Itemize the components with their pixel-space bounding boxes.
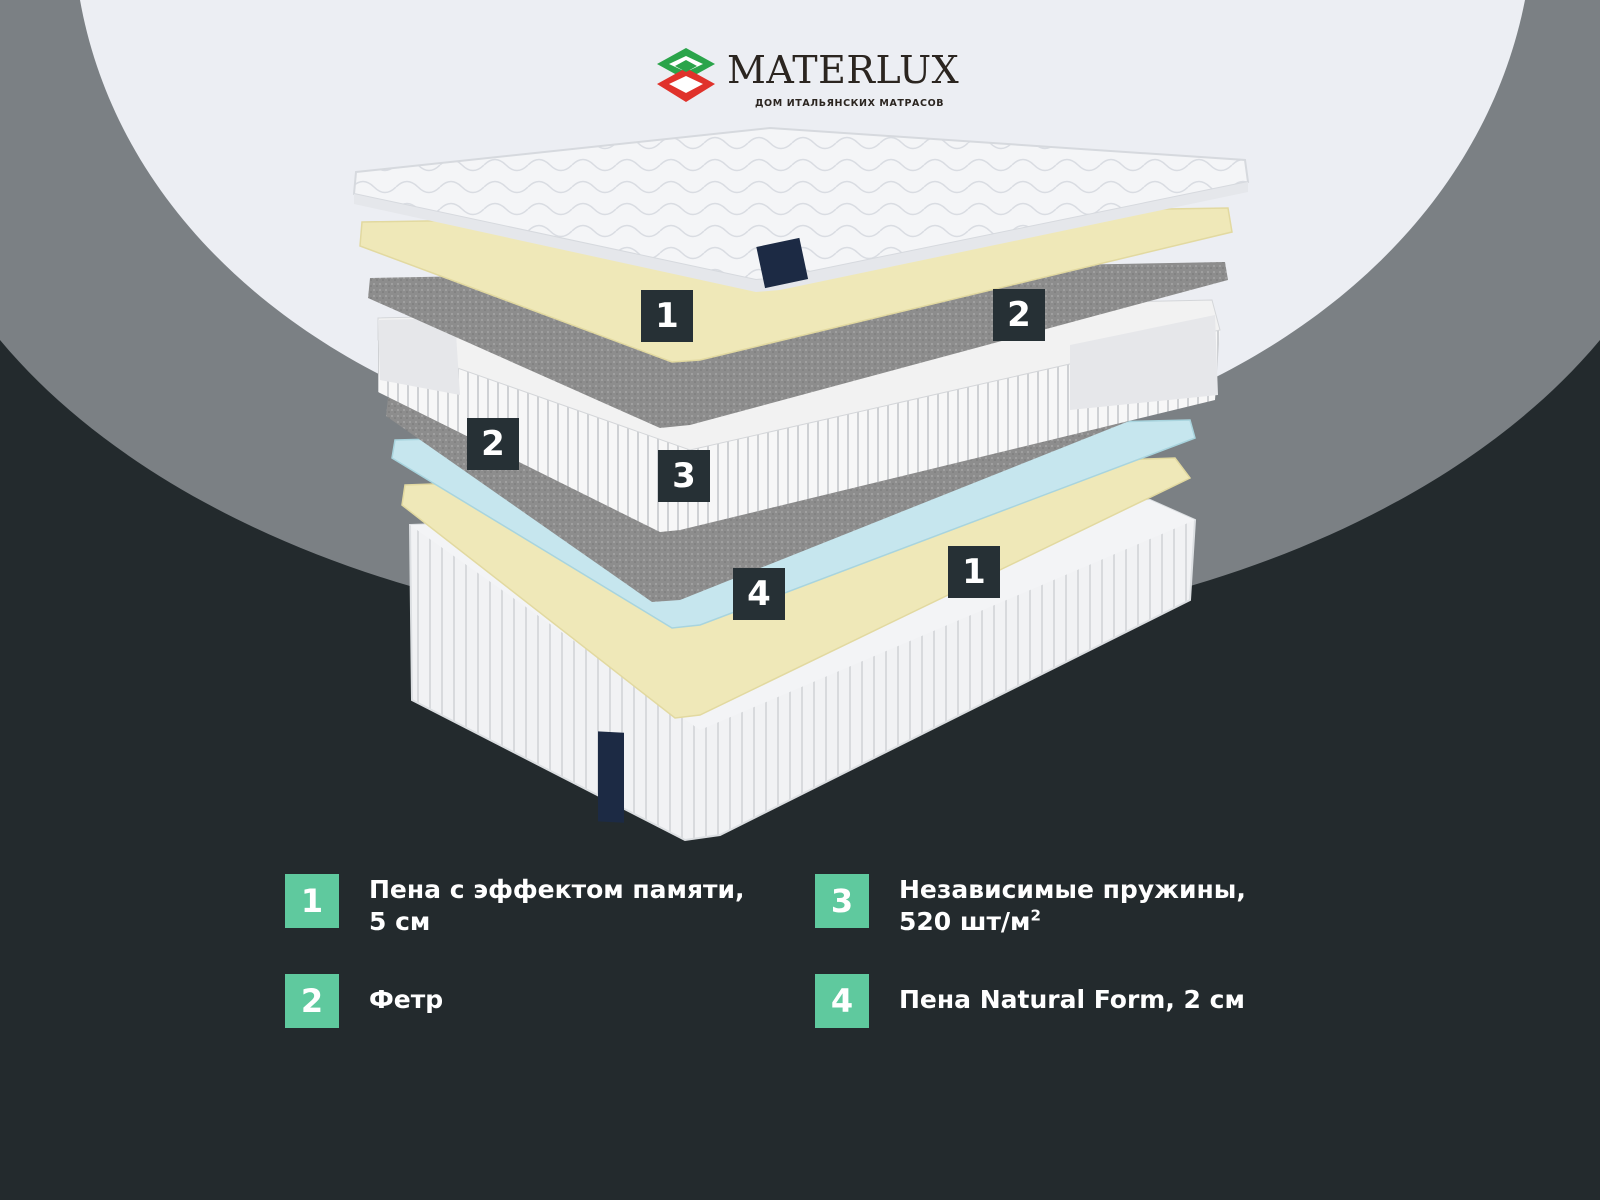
- quilted-top-cover: [352, 126, 1250, 292]
- brand-tagline: ДОМ ИТАЛЬЯНСКИХ МАТРАСОВ: [755, 98, 945, 109]
- brand-logo: MATERLUX ДОМ ИТАЛЬЯНСКИХ МАТРАСОВ: [655, 44, 959, 114]
- callout-1-memory-foam-top: 1: [641, 290, 693, 342]
- legend-text-springs: Независимые пружины, 520 шт/м2: [899, 875, 1246, 936]
- legend-badge-1: 1: [285, 874, 339, 928]
- callout-1-memory-foam-bottom: 1: [948, 546, 1000, 598]
- cover-label-tag: [756, 237, 809, 289]
- materlux-logo-icon: [657, 48, 715, 102]
- legend-text-memory-foam: Пена с эффектом памяти, 5 см: [369, 875, 745, 936]
- brand-name: MATERLUX: [727, 48, 960, 92]
- mattress-label-tag: [598, 731, 624, 823]
- legend-badge-3: 3: [815, 874, 869, 928]
- callout-3-springs: 3: [658, 450, 710, 502]
- callout-2-felt-top: 2: [993, 289, 1045, 341]
- legend-badge-4: 4: [815, 974, 869, 1028]
- spring-frame-left: [378, 318, 460, 395]
- legend-text-natural-form: Пена Natural Form, 2 см: [899, 985, 1245, 1014]
- legend-text-felt: Фетр: [369, 985, 444, 1014]
- callout-4-natural-form: 4: [733, 568, 785, 620]
- legend-badge-2: 2: [285, 974, 339, 1028]
- spring-frame-right: [1070, 315, 1218, 410]
- callout-2-felt-bottom: 2: [467, 418, 519, 470]
